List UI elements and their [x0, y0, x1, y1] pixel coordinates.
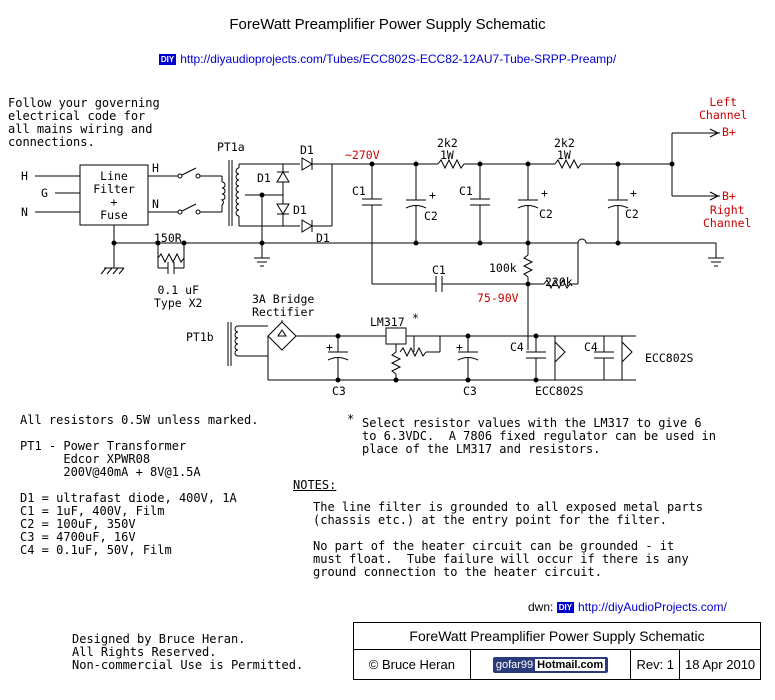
ecc802s-label-2: ECC802S — [535, 384, 584, 398]
r150-label: 150R — [154, 231, 182, 245]
diy-logo-badge: DIY — [158, 54, 177, 66]
diy-logo-badge-2: DIY — [556, 602, 575, 614]
right-channel-label: Right Channel — [703, 203, 752, 230]
bplus-left-label: B+ — [722, 125, 736, 139]
lm317-note: Select resistor values with the LM317 to… — [362, 416, 717, 456]
c1-label-1: C1 — [352, 184, 366, 198]
credits: Designed by Bruce Heran. All Rights Rese… — [72, 632, 304, 672]
r1w-label-1: 1W — [440, 148, 454, 162]
line-filter-label: Line Filter + Fuse — [93, 169, 135, 222]
page-title: ForeWatt Preamplifier Power Supply Schem… — [229, 16, 546, 33]
lm317-label: LM317 — [370, 315, 405, 329]
label-neutral: N — [21, 205, 28, 219]
r220k-label: 220k — [545, 275, 573, 289]
title-block: ForeWatt Preamplifier Power Supply Schem… — [353, 622, 761, 680]
heater-bias-network — [372, 243, 579, 350]
mains-input-wiring — [35, 164, 226, 243]
label-ground: G — [41, 186, 48, 200]
title-block-title: ForeWatt Preamplifier Power Supply Schem… — [354, 623, 760, 650]
r100k-label: 100k — [489, 261, 517, 275]
drawn-label: dwn: — [528, 600, 554, 614]
email-user: gofar99 — [495, 658, 534, 671]
title-block-date: 18 Apr 2010 — [685, 657, 756, 672]
ground-bus — [100, 238, 724, 275]
c2-label-3: C2 — [625, 207, 639, 221]
lm317-star: * — [412, 311, 419, 325]
voltage-270-label: ~270V — [345, 148, 380, 162]
c4-label-2: C4 — [584, 340, 598, 354]
plus-1: + — [429, 188, 436, 202]
pt1a-transformer — [228, 160, 300, 258]
label-hot: H — [21, 169, 28, 183]
r2k2-label-2: 2k2 — [554, 136, 575, 150]
c3-label-1: C3 — [332, 384, 346, 398]
plus-4: + — [326, 340, 333, 354]
mains-code-note: Follow your governing electrical code fo… — [8, 96, 160, 149]
bridge-rectifier-label: 3A Bridge Rectifier — [252, 292, 315, 319]
junction-dots — [111, 161, 675, 383]
title-block-author: © Bruce Heran — [354, 650, 471, 679]
c2-label-1: C2 — [424, 209, 438, 223]
ecc802s-label-1: ECC802S — [645, 351, 694, 365]
switch-n-label: N — [152, 197, 159, 211]
pt1b-label: PT1b — [186, 330, 214, 344]
component-notes: All resistors 0.5W unless marked. PT1 - … — [20, 413, 259, 557]
d1-label-left: D1 — [257, 171, 271, 185]
notes-heading: NOTES: — [293, 478, 337, 492]
d1-label-mid: D1 — [293, 203, 307, 217]
filter-capacitors — [362, 164, 629, 284]
bplus-right-label: B+ — [722, 189, 736, 203]
drawn-url-link[interactable]: http://diyAudioProjects.com/ — [578, 600, 727, 614]
c4-label-1: C4 — [510, 340, 524, 354]
c3-label-2: C3 — [463, 384, 477, 398]
r1w-label-2: 1W — [557, 148, 571, 162]
d1-label-bottom: D1 — [316, 231, 330, 245]
c1-label-3: C1 — [432, 263, 446, 277]
email-domain: Hotmail — [537, 658, 578, 671]
plus-2: + — [541, 186, 548, 200]
c2-label-2: C2 — [539, 207, 553, 221]
left-channel-label: Left Channel — [699, 95, 748, 122]
plus-3: + — [630, 186, 637, 200]
x2-cap-label: 0.1 uF Type X2 — [154, 283, 203, 310]
pt1a-label: PT1a — [217, 140, 245, 154]
d1-rectifier-diodes — [262, 157, 333, 233]
plus-5: + — [456, 340, 463, 354]
voltage-7590-label: 75-90V — [477, 291, 519, 305]
c1-label-2: C1 — [459, 184, 473, 198]
email-tld: .com — [577, 658, 604, 671]
title-block-rev: Rev: 1 — [631, 650, 681, 679]
star-marker: * — [347, 412, 355, 426]
r2k2-label-1: 2k2 — [437, 136, 458, 150]
header-url-link[interactable]: http://diyaudioprojects.com/Tubes/ECC802… — [180, 52, 617, 66]
d1-label-top: D1 — [300, 143, 314, 157]
switch-h-label: H — [152, 161, 159, 175]
notes-body: The line filter is grounded to all expos… — [313, 500, 704, 579]
heater-supply — [227, 320, 636, 381]
